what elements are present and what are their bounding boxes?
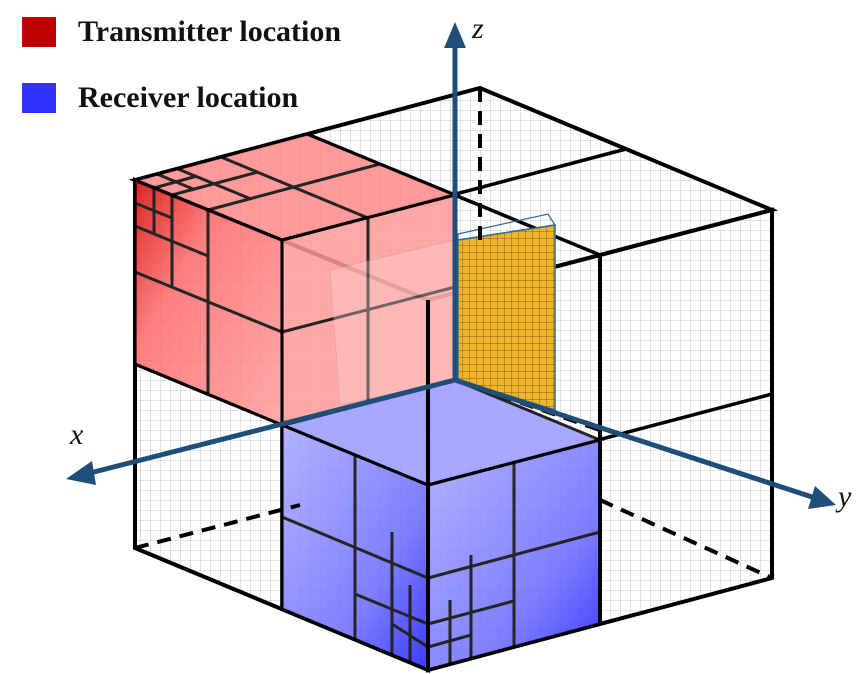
legend-label-receiver: Receiver location xyxy=(78,81,299,114)
legend-item-receiver: Receiver location xyxy=(22,78,341,118)
antenna-array xyxy=(329,213,556,412)
legend-label-transmitter: Transmitter location xyxy=(78,15,342,48)
x-axis xyxy=(89,377,456,476)
y-axis-arrowhead xyxy=(808,486,836,509)
y-axis-label: y xyxy=(838,480,852,513)
z-axis-arrowhead xyxy=(444,22,466,48)
x-axis-arrowhead xyxy=(66,461,96,485)
transmitter-octant xyxy=(130,132,460,428)
y-axis xyxy=(454,377,813,500)
transmitter-swatch xyxy=(22,17,56,47)
receiver-swatch xyxy=(22,83,56,113)
z-axis-label: z xyxy=(472,12,484,45)
legend: Transmitter location Receiver location xyxy=(22,12,341,144)
axes xyxy=(66,22,836,509)
x-axis-label: x xyxy=(70,418,84,451)
receiver-octant xyxy=(277,378,605,673)
legend-item-transmitter: Transmitter location xyxy=(22,12,341,52)
